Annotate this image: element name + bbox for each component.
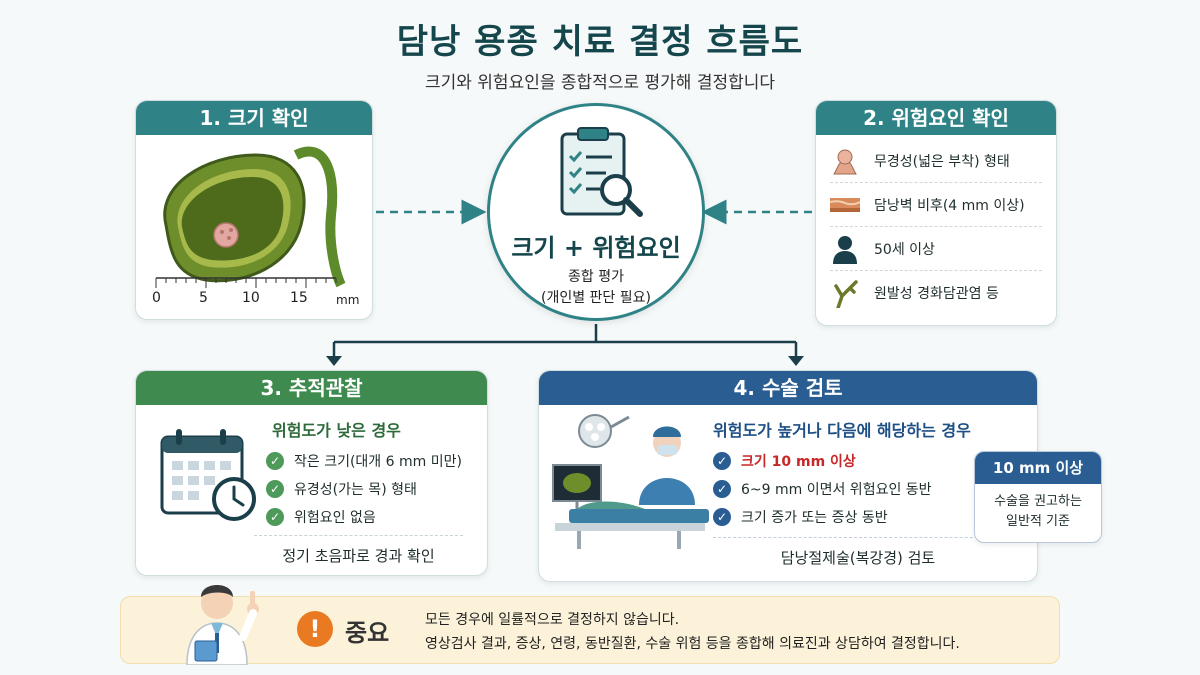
check-icon: ✓ [266, 480, 284, 498]
surgery-criterion: ✓ 크기 10 mm 이상 [713, 447, 932, 475]
check-icon: ✓ [713, 508, 731, 526]
threshold-line-2: 일반적 기준 [1006, 514, 1070, 529]
surgery-criterion: ✓ 크기 증가 또는 증상 동반 [713, 503, 932, 531]
notice-label: 중요 [345, 619, 390, 647]
notice-line-2: 영상검사 결과, 증상, 연령, 동반질환, 수술 위험 등을 종합해 의료진과… [425, 636, 960, 652]
ruler-tick-5: 5 [199, 290, 208, 306]
check-icon: ✓ [266, 452, 284, 470]
center-main-label: 크기 + 위험요인 [511, 234, 681, 262]
check-icon: ✓ [266, 508, 284, 526]
measurement-ruler: 0 5 10 15 mm [152, 277, 359, 307]
card-surgery-review: 4. 수술 검토 위험도가 높거나 다음에 해당하는 경우 ✓ 크기 10 mm … [538, 370, 1038, 582]
arrow-center-split [332, 324, 798, 360]
card-size-check-title: 1. 크기 확인 [136, 101, 372, 135]
ruler-unit: mm [336, 293, 359, 307]
card-surgery-review-title: 4. 수술 검토 [539, 371, 1037, 405]
criterion-label: 작은 크기(대개 6 mm 미만) [294, 454, 462, 470]
center-sub-label: 종합 평가 [568, 269, 624, 285]
divider [713, 537, 1013, 538]
follow-up-criterion: ✓ 작은 크기(대개 6 mm 미만) [266, 447, 462, 475]
check-icon: ✓ [713, 480, 731, 498]
card-size-check: 1. 크기 확인 0 5 10 15 mm [135, 100, 373, 320]
ruler-tick-10: 10 [242, 290, 260, 306]
ruler-tick-15: 15 [290, 290, 308, 306]
criterion-label: 위험요인 없음 [294, 510, 376, 526]
warning-icon: ! [297, 611, 333, 647]
risk-item: 50세 이상 [830, 227, 1042, 271]
criterion-label-highlight: 크기 10 mm 이상 [741, 454, 856, 470]
card-risk-factors: 2. 위험요인 확인 무경성(넓은 부착) 형태 담낭벽 비후(4 mm 이상)… [815, 100, 1057, 326]
page-subtitle: 크기와 위험요인을 종합적으로 평가해 결정합니다 [424, 73, 776, 93]
sessile-polyp-icon [833, 149, 857, 174]
follow-up-action: 정기 초음파로 경과 확인 [282, 547, 435, 565]
bile-duct-icon [834, 280, 858, 308]
criterion-label: 크기 증가 또는 증상 동반 [741, 510, 888, 526]
page-title: 담낭 용종 치료 결정 흐름도 [396, 22, 804, 62]
risk-item-label: 무경성(넓은 부착) 형태 [874, 153, 1010, 170]
check-icon: ✓ [713, 452, 731, 470]
center-note-label: (개인별 판단 필요) [541, 290, 651, 306]
surgery-threshold-box: 10 mm 이상 수술을 권고하는 일반적 기준 [974, 451, 1102, 543]
threshold-line-1: 수술을 권고하는 [994, 494, 1082, 509]
follow-up-criterion: ✓ 위험요인 없음 [266, 503, 462, 531]
important-notice: ! 중요 모든 경우에 일률적으로 결정하지 않습니다. 영상검사 결과, 증상… [120, 585, 1060, 665]
surgery-action: 담낭절제술(복강경) 검토 [780, 549, 936, 567]
risk-item: 무경성(넓은 부착) 형태 [830, 139, 1042, 183]
card-follow-up-title: 3. 추적관찰 [136, 371, 487, 405]
card-follow-up: 3. 추적관찰 위험도가 낮은 경우 ✓ 작은 크기(대개 6 mm 미만) ✓ 유… [135, 370, 488, 576]
risk-item-label: 원발성 경화담관염 등 [874, 286, 999, 302]
wall-thickening-icon [830, 197, 860, 212]
risk-item-label: 50세 이상 [874, 241, 935, 258]
risk-item-label: 담낭벽 비후(4 mm 이상) [874, 197, 1025, 214]
threshold-title: 10 mm 이상 [975, 452, 1101, 484]
risk-item: 담낭벽 비후(4 mm 이상) [830, 183, 1042, 227]
surgery-criterion: ✓ 6~9 mm 이면서 위험요인 동반 [713, 475, 932, 503]
criterion-label: 유경성(가는 목) 형태 [294, 482, 417, 498]
divider [254, 535, 463, 536]
surgery-scene-illustration [552, 414, 709, 549]
gallbladder-illustration [163, 146, 346, 288]
risk-item: 원발성 경화담관염 등 [830, 271, 1042, 315]
doctor-illustration [186, 585, 259, 665]
ruler-tick-0: 0 [152, 290, 161, 306]
person-icon [833, 235, 857, 264]
criterion-label: 6~9 mm 이면서 위험요인 동반 [741, 482, 932, 498]
center-evaluation: 크기 + 위험요인 종합 평가 (개인별 판단 필요) [487, 103, 705, 321]
notice-line-1: 모든 경우에 일률적으로 결정하지 않습니다. [425, 612, 680, 628]
card-risk-factors-title: 2. 위험요인 확인 [816, 101, 1056, 135]
clipboard-magnifier-icon [560, 127, 643, 217]
follow-up-condition: 위험도가 낮은 경우 [272, 421, 401, 440]
follow-up-criterion: ✓ 유경성(가는 목) 형태 [266, 475, 462, 503]
surgery-condition: 위험도가 높거나 다음에 해당하는 경우 [713, 421, 971, 440]
calendar-clock-icon [160, 429, 256, 521]
